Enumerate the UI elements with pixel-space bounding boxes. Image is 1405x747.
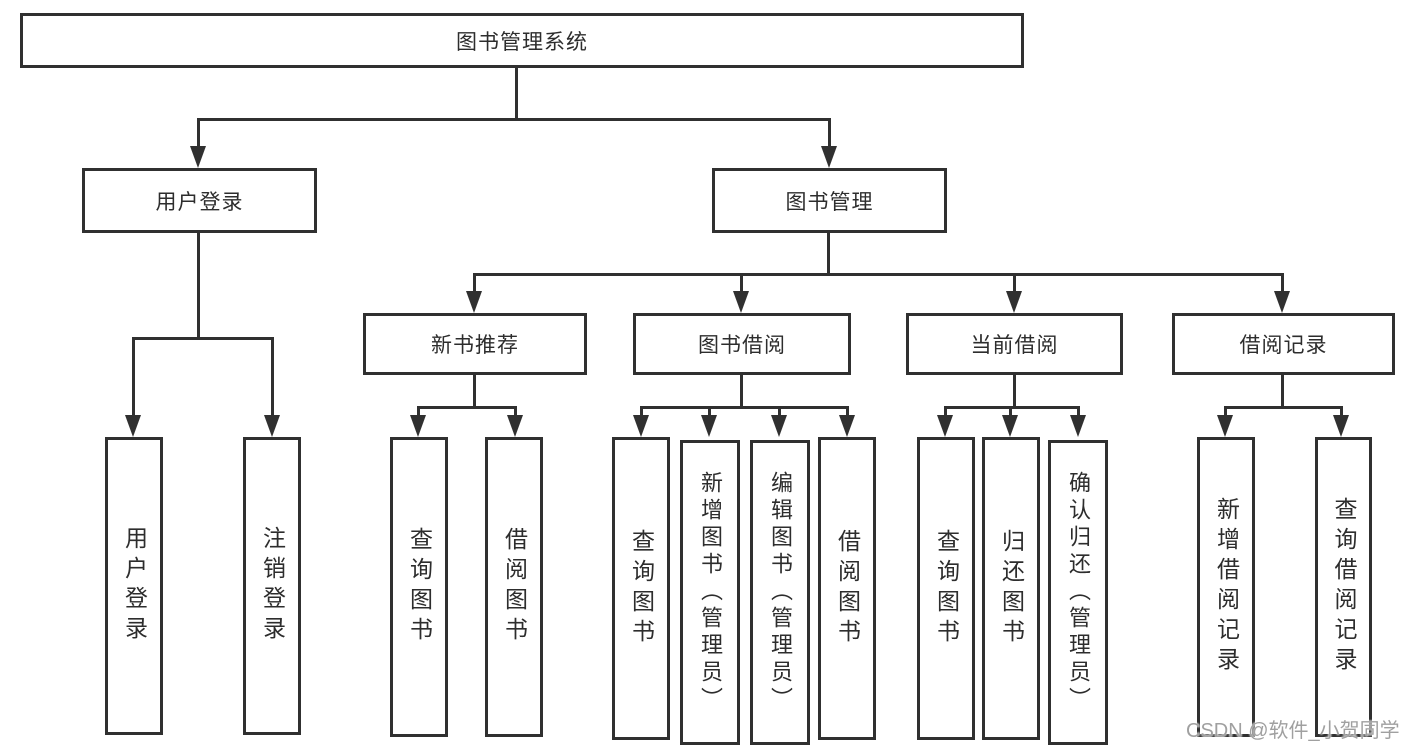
connector-stem bbox=[1224, 406, 1227, 418]
arrowhead bbox=[1002, 415, 1018, 437]
node-logout: 注销登录 bbox=[243, 437, 301, 735]
arrowhead bbox=[839, 415, 855, 437]
connector-stem-new-book bbox=[473, 273, 476, 293]
node-add-books-admin: 新增图书（管理员） bbox=[680, 440, 740, 745]
connector-stem-login bbox=[132, 337, 135, 417]
node-label: 图书管理系统 bbox=[456, 30, 588, 54]
arrowhead bbox=[1070, 415, 1086, 437]
connector-userlogin-rail bbox=[132, 337, 274, 340]
node-book-management: 图书管理 bbox=[712, 168, 947, 233]
arrowhead-logout bbox=[264, 415, 280, 437]
node-new-book-recommendation: 新书推荐 bbox=[363, 313, 587, 375]
connector-root-stem bbox=[515, 68, 518, 121]
node-borrow-books: 借阅图书 bbox=[818, 437, 876, 740]
connector-newbook-rail bbox=[417, 406, 517, 409]
arrowhead bbox=[701, 415, 717, 437]
connector-stem bbox=[1077, 406, 1080, 418]
connector-stem bbox=[1009, 406, 1012, 418]
connector-newbook-stem bbox=[473, 375, 476, 409]
connector-root-rail bbox=[197, 118, 831, 121]
connector-stem bbox=[708, 406, 711, 418]
connector-bookmgmt-rail bbox=[473, 273, 1284, 276]
node-confirm-return-admin: 确认归还（管理员） bbox=[1048, 440, 1108, 745]
node-label: 用户登录 bbox=[121, 526, 148, 646]
node-label: 图书管理 bbox=[785, 190, 874, 214]
connector-bookborrow-stem bbox=[740, 375, 743, 409]
node-label: 图书借阅 bbox=[698, 334, 786, 357]
connector-stem-book-borrow bbox=[740, 273, 743, 293]
arrowhead-current-borrow bbox=[1006, 291, 1022, 313]
node-label: 借阅记录 bbox=[1239, 334, 1328, 357]
arrowhead bbox=[1217, 415, 1233, 437]
node-label: 编辑图书（管理员） bbox=[768, 471, 793, 714]
connector-stem-user-login bbox=[197, 118, 200, 149]
connector-stem bbox=[1340, 406, 1343, 418]
node-query-books-borrowing: 查询图书 bbox=[612, 437, 670, 740]
node-label: 注销登录 bbox=[259, 526, 286, 646]
node-edit-books-admin: 编辑图书（管理员） bbox=[750, 440, 810, 745]
arrowhead-borrow-records bbox=[1274, 291, 1290, 313]
connector-stem-current-borrow bbox=[1013, 273, 1016, 293]
connector-stem bbox=[417, 406, 420, 418]
node-label: 新增借阅记录 bbox=[1213, 497, 1240, 677]
node-label: 确认归还（管理员） bbox=[1066, 471, 1091, 714]
connector-currentborrow-stem bbox=[1013, 375, 1016, 409]
node-label: 查询图书 bbox=[933, 528, 960, 649]
node-label: 借阅图书 bbox=[501, 527, 528, 647]
connector-userlogin-stem bbox=[197, 233, 200, 340]
connector-borrowrecords-rail bbox=[1224, 406, 1343, 409]
arrowhead-book-management bbox=[821, 146, 837, 168]
connector-bookborrow-rail bbox=[640, 406, 849, 409]
node-current-borrowing: 当前借阅 bbox=[906, 313, 1123, 375]
connector-stem-borrow-records bbox=[1281, 273, 1284, 293]
arrowhead bbox=[1333, 415, 1349, 437]
connector-currentborrow-rail bbox=[944, 406, 1080, 409]
node-label: 新书推荐 bbox=[431, 334, 519, 357]
arrowhead-user-login bbox=[190, 146, 206, 168]
connector-stem bbox=[514, 406, 517, 418]
connector-stem-book-management bbox=[828, 118, 831, 149]
connector-stem bbox=[846, 406, 849, 418]
connector-stem-logout bbox=[271, 337, 274, 417]
node-user-login: 用户登录 bbox=[82, 168, 317, 233]
connector-stem bbox=[944, 406, 947, 418]
node-label: 当前借阅 bbox=[970, 334, 1059, 357]
arrowhead bbox=[633, 415, 649, 437]
arrowhead bbox=[410, 415, 426, 437]
node-label: 新增图书（管理员） bbox=[698, 471, 723, 714]
node-label: 查询借阅记录 bbox=[1331, 497, 1357, 677]
node-label: 查询图书 bbox=[406, 527, 433, 647]
node-label: 用户登录 bbox=[155, 190, 244, 214]
node-add-borrow-record: 新增借阅记录 bbox=[1197, 437, 1255, 737]
node-label: 归还图书 bbox=[998, 528, 1025, 649]
arrowhead bbox=[771, 415, 787, 437]
connector-stem bbox=[640, 406, 643, 418]
node-label: 借阅图书 bbox=[834, 528, 861, 649]
arrowhead-book-borrow bbox=[733, 291, 749, 313]
csdn-watermark: CSDN @软件_小贺同学 bbox=[1186, 720, 1400, 742]
arrowhead bbox=[507, 415, 523, 437]
node-borrowing-records: 借阅记录 bbox=[1172, 313, 1395, 375]
node-label: 查询图书 bbox=[628, 528, 655, 649]
node-book-borrowing: 图书借阅 bbox=[633, 313, 851, 375]
connector-borrowrecords-stem bbox=[1281, 375, 1284, 409]
node-return-books: 归还图书 bbox=[982, 437, 1040, 740]
node-user-login-leaf: 用户登录 bbox=[105, 437, 163, 735]
node-query-borrow-record: 查询借阅记录 bbox=[1315, 437, 1372, 737]
arrowhead bbox=[937, 415, 953, 437]
node-query-books-recommend: 查询图书 bbox=[390, 437, 448, 737]
arrowhead-new-book bbox=[466, 291, 482, 313]
arrowhead-login bbox=[125, 415, 141, 437]
node-library-management-system: 图书管理系统 bbox=[20, 13, 1024, 68]
node-query-books-current: 查询图书 bbox=[917, 437, 975, 740]
connector-bookmgmt-stem bbox=[827, 233, 830, 275]
connector-stem bbox=[778, 406, 781, 418]
node-borrow-books-recommend: 借阅图书 bbox=[485, 437, 543, 737]
